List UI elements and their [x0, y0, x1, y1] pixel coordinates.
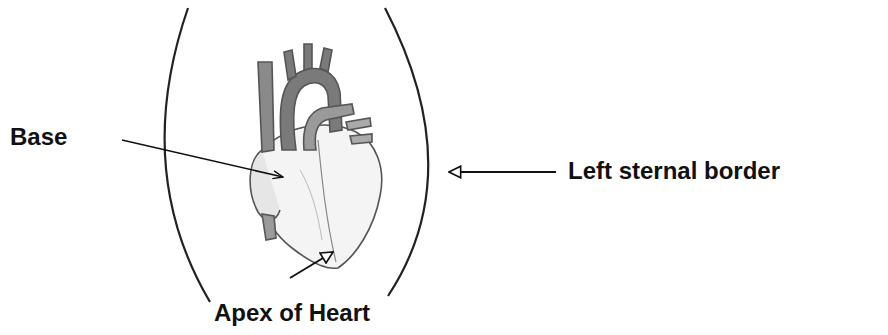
part-label: Base: [10, 124, 67, 150]
part-label: Left sternal border: [568, 158, 780, 184]
sternal-border-arc: [385, 8, 428, 296]
leader-line: [290, 252, 333, 278]
leader-line: [449, 171, 556, 173]
leader-line: [122, 140, 283, 177]
part-label: Apex of Heart: [214, 300, 370, 326]
heart-drawing: [250, 44, 382, 268]
